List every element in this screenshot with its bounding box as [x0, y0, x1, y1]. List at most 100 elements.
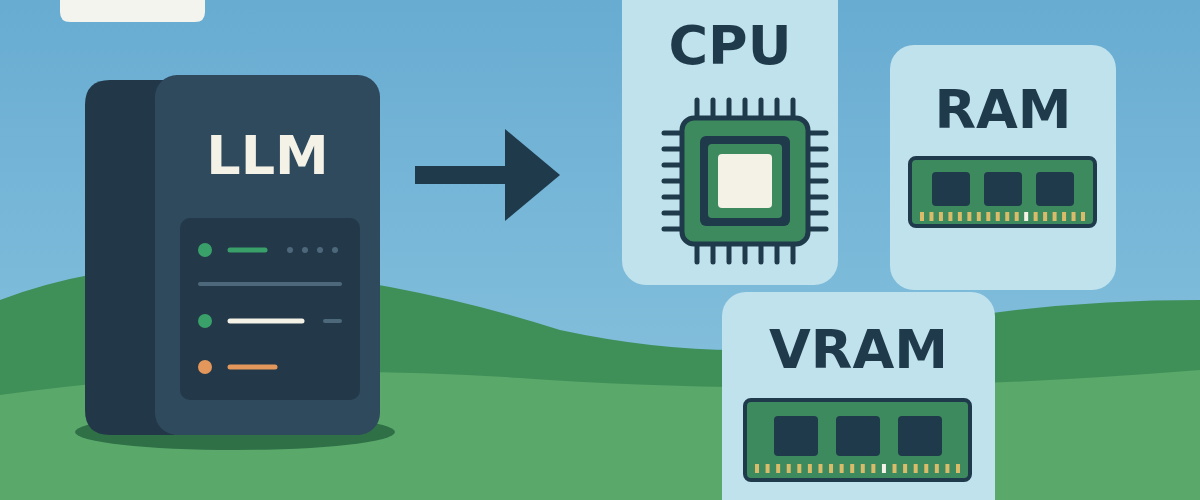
cloud: [60, 0, 205, 22]
gold-contact: [977, 212, 981, 221]
server-front: [155, 75, 380, 435]
cpu-pin: [808, 147, 826, 152]
panel-dot: [317, 247, 323, 253]
cpu-pin: [664, 163, 682, 168]
panel-dot: [302, 247, 308, 253]
gold-contact: [829, 464, 833, 473]
gold-contact: [929, 212, 933, 221]
component-tile: CPU: [622, 0, 838, 285]
cpu-pin: [808, 131, 826, 136]
vram-tile: [722, 292, 995, 500]
gold-contact: [1081, 212, 1085, 221]
gold-contact: [935, 464, 939, 473]
gold-contact: [914, 464, 918, 473]
gold-contact: [939, 212, 943, 221]
cpu-pins: [664, 100, 826, 262]
cpu-pin: [664, 179, 682, 184]
vram-chip: [774, 416, 818, 456]
component-tile: VRAM: [722, 292, 995, 500]
gold-contact: [1062, 212, 1066, 221]
gold-contact: [861, 464, 865, 473]
cpu-pin: [664, 147, 682, 152]
cpu-pin: [664, 195, 682, 200]
cpu-pin: [743, 100, 748, 118]
cpu-pin: [759, 244, 764, 262]
node-label: VRAM: [769, 323, 948, 377]
cpu-pin: [664, 131, 682, 136]
status-bar: [230, 365, 275, 370]
ram-chip: [1036, 172, 1074, 206]
cpu-pin: [808, 195, 826, 200]
status-led: [198, 360, 212, 374]
status-bar: [230, 319, 302, 324]
cpu-pin: [727, 100, 732, 118]
cpu-pin: [775, 100, 780, 118]
gold-contact: [776, 464, 780, 473]
cpu-pin: [664, 227, 682, 232]
gold-contact: [903, 464, 907, 473]
server-panel: [180, 218, 360, 400]
cpu-pin: [791, 100, 796, 118]
cpu-pin: [727, 244, 732, 262]
cpu-pin: [808, 211, 826, 216]
cpu-die: [708, 144, 782, 218]
gold-contact: [871, 464, 875, 473]
gold-contact: [967, 212, 971, 221]
gold-contact: [958, 212, 962, 221]
gold-contact: [1015, 212, 1019, 221]
node-label: RAM: [934, 83, 1071, 137]
node-label: LLM: [206, 129, 329, 183]
cpu-pin: [808, 179, 826, 184]
cpu-pin: [808, 163, 826, 168]
status-bar: [230, 248, 265, 253]
gold-contact: [882, 464, 886, 473]
ram-stick: [910, 158, 1095, 226]
cpu-core: [718, 154, 772, 208]
gold-contact: [948, 212, 952, 221]
cpu-pin: [711, 100, 716, 118]
server-box: LLM: [155, 75, 380, 435]
cpu-pin: [743, 244, 748, 262]
gold-contact: [956, 464, 960, 473]
gold-contact: [986, 212, 990, 221]
cpu-chip: [682, 118, 808, 244]
gold-contact: [766, 464, 770, 473]
panel-divider: [200, 282, 340, 286]
component-tile: RAM: [890, 45, 1116, 290]
cpu-pin: [695, 100, 700, 118]
ram-tile: [890, 45, 1116, 290]
ram-chip: [932, 172, 970, 206]
vram-chip: [898, 416, 942, 456]
cpu-pin: [695, 244, 700, 262]
cpu-pin: [791, 244, 796, 262]
panel-dot: [287, 247, 293, 253]
ram-contacts: [920, 212, 1085, 221]
cpu-pin: [775, 244, 780, 262]
gold-contact: [1024, 212, 1028, 221]
gold-contact: [1072, 212, 1076, 221]
flow-arrow: [415, 166, 520, 184]
ram-chip: [984, 172, 1022, 206]
vram-chip: [836, 416, 880, 456]
cpu-die-frame: [700, 136, 790, 226]
gold-contact: [755, 464, 759, 473]
gold-contact: [945, 464, 949, 473]
gold-contact: [787, 464, 791, 473]
vram-contacts: [755, 464, 960, 473]
gold-contact: [893, 464, 897, 473]
gold-contact: [924, 464, 928, 473]
gold-contact: [797, 464, 801, 473]
node-label: CPU: [668, 19, 791, 73]
gold-contact: [1034, 212, 1038, 221]
gold-contact: [1005, 212, 1009, 221]
gold-contact: [1053, 212, 1057, 221]
panel-dash: [325, 319, 340, 323]
cpu-pin: [711, 244, 716, 262]
gold-contact: [1043, 212, 1047, 221]
